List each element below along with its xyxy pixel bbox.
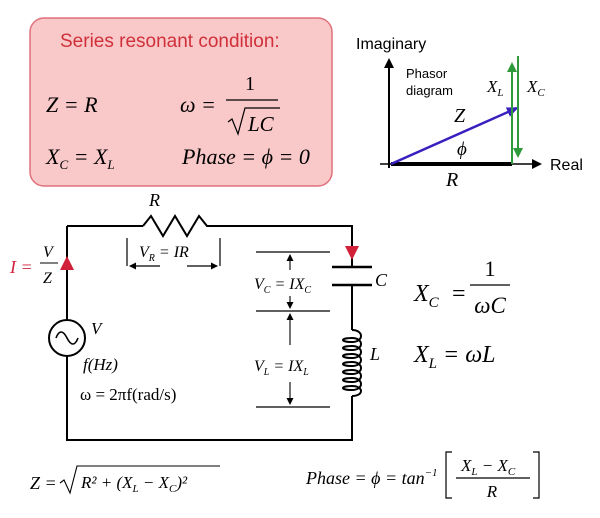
eq-omega-num: 1	[245, 73, 255, 95]
xc-formula-eq: =	[452, 281, 466, 307]
impedance-formula: Z = R² + (XL − XC)²	[30, 465, 220, 495]
xc-formula-num: 1	[485, 256, 496, 281]
eq-omega-lhs: ω =	[180, 92, 216, 117]
reactance-formulas: XC = 1 ωC XL = ωL	[413, 256, 510, 372]
phase-formula-num: XL − XC	[460, 456, 516, 478]
resistor	[142, 214, 215, 238]
real-axis-label: Real	[550, 157, 583, 174]
current-num: V	[43, 244, 55, 261]
z-formula-rad: R² + (XL − XC)²	[80, 473, 188, 495]
xc-formula-lhs: XC	[413, 281, 440, 311]
condition-title: Series resonant condition:	[60, 31, 280, 52]
inductor-label: L	[369, 344, 380, 364]
vc-label: VC = IXC	[254, 276, 311, 296]
omega-label: ω = 2πf(rad/s)	[80, 385, 176, 404]
phasor-title-1: Phasor	[406, 66, 448, 81]
condition-box-bg	[29, 17, 333, 187]
current-arrow-left	[60, 256, 74, 270]
phase-formula: Phase = ϕ = tan−1 XL − XC R	[305, 451, 540, 501]
phase-formula-den: R	[486, 482, 498, 501]
xc-formula-den: ωC	[474, 293, 506, 318]
phasor-diagram: Imaginary Real Phasor diagram XL XC Z ϕ …	[356, 36, 583, 191]
eq-phase-zero: Phase = ϕ = 0	[181, 144, 310, 169]
current-den: Z	[43, 270, 53, 287]
phase-formula-lhs: Phase = ϕ = tan−1	[305, 467, 438, 488]
top-wire	[215, 225, 353, 267]
phi-label: ϕ	[457, 139, 467, 160]
eq-xc-xl: XC = XL	[45, 144, 115, 172]
source-v-label: V	[91, 319, 104, 338]
xl-formula: XL = ωL	[413, 342, 496, 372]
r-label: R	[445, 169, 458, 191]
bottom-wire	[66, 356, 353, 441]
inductor	[342, 329, 362, 397]
z-label: Z	[454, 105, 466, 127]
eq-omega-den: LC	[247, 112, 275, 136]
xl-label: XL	[486, 77, 504, 99]
resonant-condition-box: Series resonant condition: Z = R ω = 1 L…	[29, 17, 333, 187]
eq-z-equals-r: Z = R	[46, 92, 98, 117]
capacitor-label: C	[375, 270, 388, 290]
z-sqrt-sign	[59, 465, 220, 495]
series-rlc-circuit: R VR = IR I = V Z V f(Hz) ω = 2πf(rad/s)…	[9, 190, 388, 441]
vl-label: VL = IXL	[254, 358, 309, 378]
imaginary-axis-label: Imaginary	[356, 36, 426, 53]
resistor-label: R	[148, 190, 160, 210]
z-formula-lhs: Z =	[30, 473, 57, 493]
sine-icon	[55, 331, 79, 345]
sqrt-sign	[227, 107, 280, 136]
xc-label: XC	[526, 77, 545, 99]
current-label: I =	[9, 257, 33, 277]
frequency-label: f(Hz)	[83, 355, 118, 374]
current-arrow-right	[345, 246, 359, 260]
phasor-title-2: diagram	[406, 83, 453, 98]
z-phasor	[390, 106, 519, 166]
vr-label: VR = IR	[139, 244, 189, 264]
